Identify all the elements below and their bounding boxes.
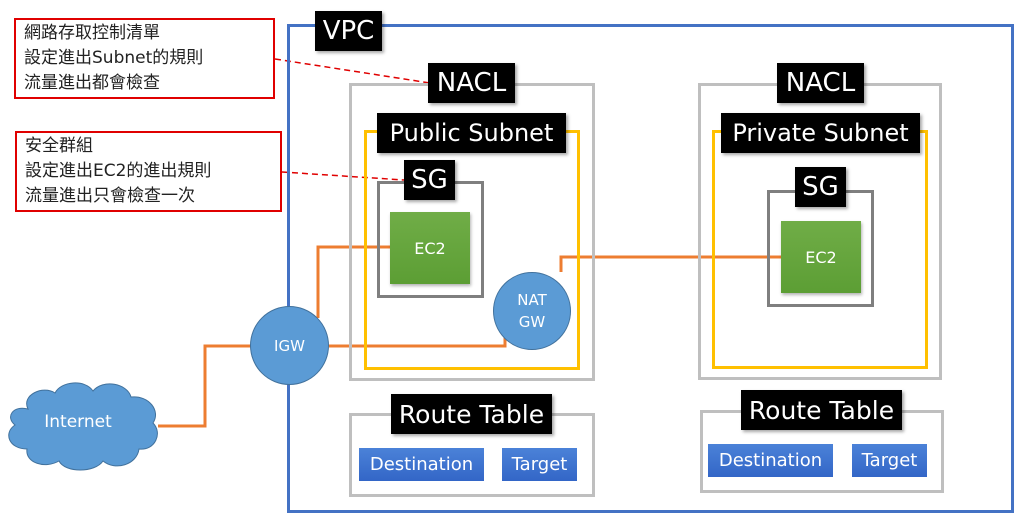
nat-label-line-1: NAT (517, 291, 547, 309)
internet-label: Internet (44, 412, 112, 432)
public-ec2-instance[interactable]: EC2 (390, 212, 470, 284)
sg-callout-note: 安全群組 設定進出EC2的進出規則 流量進出只會檢查一次 (15, 131, 282, 212)
private-ec2-instance[interactable]: EC2 (781, 221, 861, 293)
nacl-callout-line (274, 58, 431, 84)
vpc-boundary (287, 24, 1014, 513)
private-sg-label: SG (795, 167, 846, 207)
public-route-table-label: Route Table (391, 394, 552, 434)
nat-gateway[interactable]: NAT GW (493, 272, 571, 350)
vpc-label: VPC (315, 11, 382, 51)
public-route-destination-column[interactable]: Destination (359, 448, 484, 481)
sg-note-line-2: 設定進出EC2的進出規則 (25, 161, 212, 181)
private-nacl-label: NACL (777, 63, 864, 103)
sg-note-line-1: 安全群組 (25, 136, 93, 156)
internet-cloud-icon[interactable] (3, 377, 163, 473)
nat-label-line-2: GW (518, 313, 546, 331)
nacl-note-line-3: 流量進出都會檢查 (24, 73, 160, 93)
internet-gateway[interactable]: IGW (250, 306, 329, 385)
nacl-note-line-2: 設定進出Subnet的規則 (24, 48, 204, 68)
internet-to-igw-line (158, 344, 251, 428)
natgw-to-private-ec2-line (559, 255, 781, 272)
sg-callout-line (281, 171, 405, 181)
nacl-note-line-1: 網路存取控制清單 (24, 23, 160, 43)
public-sg-label: SG (404, 160, 455, 200)
public-subnet-label: Public Subnet (377, 113, 566, 153)
sg-note-line-3: 流量進出只會檢查一次 (25, 186, 195, 206)
public-nacl-label: NACL (428, 63, 515, 103)
private-subnet-label: Private Subnet (721, 113, 920, 153)
private-route-destination-column[interactable]: Destination (708, 444, 833, 477)
public-route-target-column[interactable]: Target (502, 448, 577, 481)
private-route-table-label: Route Table (741, 390, 902, 430)
nacl-callout-note: 網路存取控制清單 設定進出Subnet的規則 流量進出都會檢查 (14, 18, 275, 99)
private-route-target-column[interactable]: Target (852, 444, 927, 477)
